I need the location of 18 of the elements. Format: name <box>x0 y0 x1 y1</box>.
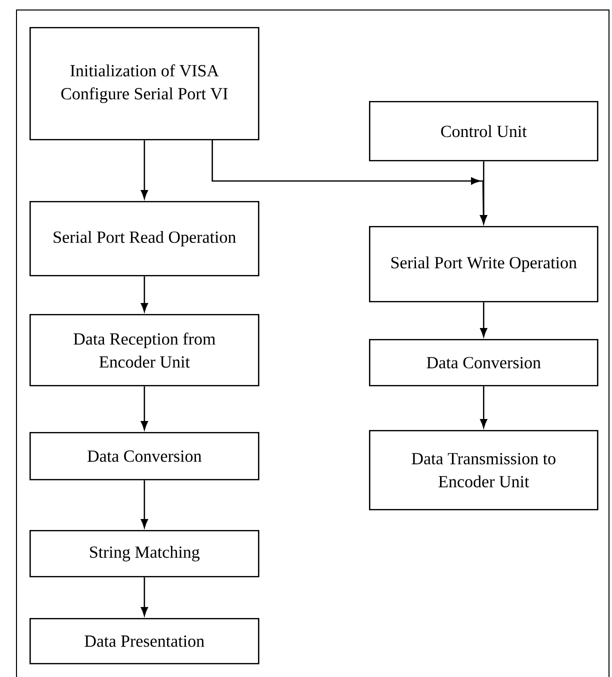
arrow <box>140 480 148 528</box>
process-box: Data Transmission to Encoder Unit <box>369 430 598 510</box>
process-box: Serial Port Write Operation <box>369 226 598 302</box>
process-box: Initialization of VISA Configure Serial Port VI <box>30 27 260 140</box>
arrow <box>140 140 148 199</box>
arrow <box>480 386 488 428</box>
arrow <box>140 276 148 312</box>
arrow <box>140 386 148 430</box>
process-box: Data Conversion <box>30 432 260 480</box>
arrow <box>140 577 148 616</box>
process-box: Serial Port Read Operation <box>30 201 260 276</box>
process-box: Data Presentation <box>30 618 260 664</box>
arrow <box>480 302 488 337</box>
process-box: Control Unit <box>369 101 598 162</box>
process-box: String Matching <box>30 530 260 578</box>
process-box: Data Reception from Encoder Unit <box>30 314 260 386</box>
arrow <box>480 161 488 224</box>
process-box: Data Conversion <box>369 339 598 386</box>
